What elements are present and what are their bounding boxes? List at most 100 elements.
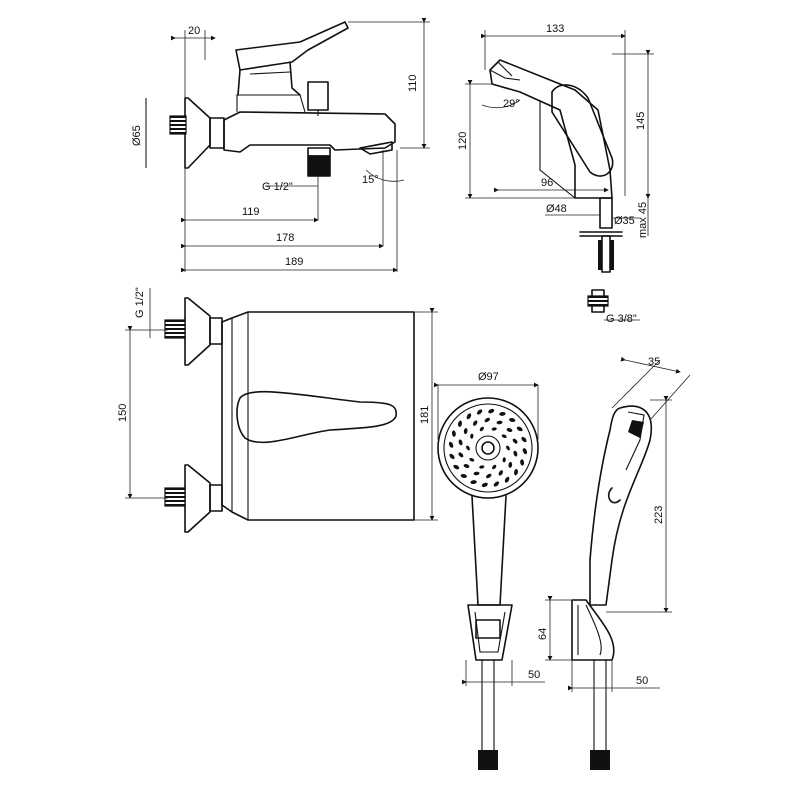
cartridge-housing: [237, 61, 301, 96]
nozzle: [485, 473, 492, 479]
front-flange-bottom: [184, 464, 211, 533]
nozzle: [458, 420, 462, 427]
dim-shower-holder-width: 50: [528, 669, 540, 681]
nozzle: [449, 453, 455, 460]
nozzle: [522, 448, 528, 455]
nozzle: [492, 464, 497, 470]
nozzle: [470, 480, 477, 485]
front-flange-top: [184, 297, 211, 366]
mixer-side-elevation: 20 110 Ø65 G 1/2" 15° 119 178 189: [131, 18, 430, 273]
front-lever: [236, 390, 397, 444]
nozzle: [502, 457, 506, 463]
dim-side-width: 133: [546, 23, 564, 35]
nozzle: [470, 433, 474, 439]
front-thread-bottom: [164, 487, 186, 507]
dim-side-thread: G 3/8": [606, 313, 637, 325]
inlet-thread: [169, 115, 187, 135]
nozzle: [460, 474, 467, 478]
hose-nut: [478, 750, 498, 770]
nozzle: [476, 409, 483, 415]
nozzle: [451, 430, 456, 437]
nozzle: [493, 481, 500, 487]
dim-len2: 178: [276, 232, 294, 244]
dim-shower-holder-height: 64: [537, 628, 549, 640]
profile-lever: [551, 84, 614, 177]
nozzle: [499, 411, 506, 416]
nozzle: [473, 471, 480, 476]
dim-diameter: Ø65: [131, 125, 143, 146]
nozzle: [469, 457, 475, 462]
mixer-body: [223, 111, 396, 153]
shower-outlet-nut: [307, 147, 331, 157]
nozzle: [520, 459, 525, 466]
nozzle: [463, 428, 468, 435]
profile-rod: [601, 235, 611, 273]
nozzle: [484, 417, 491, 423]
dim-shower-depth: 35: [648, 356, 660, 368]
nozzle: [458, 439, 463, 446]
nozzle: [498, 470, 504, 476]
nozzle: [504, 476, 510, 483]
mixer-front-view: G 1/2" 150 181: [117, 287, 438, 533]
lever-handle: [235, 21, 349, 71]
dim-max-mount: max 45: [637, 202, 649, 238]
nozzle: [514, 469, 518, 476]
nozzle: [453, 464, 460, 470]
dim-len3: 189: [285, 256, 303, 268]
nozzle: [491, 427, 497, 431]
mixer-side-profile: 133 29° 120 145 96 Ø48 Ø35 max 45 G 3/8": [457, 23, 654, 325]
nozzle: [501, 434, 507, 439]
nozzle: [481, 482, 488, 488]
wall-flange: [184, 97, 211, 169]
nozzle: [488, 408, 495, 414]
front-body: [221, 311, 415, 521]
diverter-knob: [307, 81, 329, 111]
dim-side-height-right: 145: [635, 112, 647, 130]
nozzle: [508, 461, 513, 468]
dim-side-height-left: 120: [457, 132, 469, 150]
nozzle: [466, 413, 472, 420]
dim-side-depth: 96: [541, 177, 553, 189]
dim-front-height: 181: [419, 406, 431, 424]
nozzle: [458, 452, 464, 458]
front-thread-top: [164, 319, 186, 339]
nozzle: [516, 426, 523, 432]
dim-len1: 119: [242, 206, 260, 218]
nozzle: [521, 436, 527, 443]
nozzle: [506, 445, 510, 451]
nozzle: [466, 445, 470, 451]
dim-angle: 15°: [362, 174, 379, 186]
dim-base-dia: Ø48: [546, 203, 567, 215]
nozzle: [496, 420, 503, 425]
dim-shower-dia: Ø97: [478, 371, 499, 383]
dim-height-right: 110: [407, 74, 419, 92]
shower-handle: [471, 495, 507, 606]
shower-outlet-thread: [308, 156, 330, 176]
nozzle: [448, 441, 454, 448]
shower-head-outer: [437, 397, 539, 499]
dim-thread: G 1/2": [262, 181, 293, 193]
shower-side-button: [607, 487, 621, 504]
dim-side-angle: 29°: [503, 98, 520, 110]
nozzle: [463, 464, 470, 468]
nozzle: [512, 438, 518, 444]
nozzle: [479, 465, 485, 469]
dim-shower-side-holder-width: 50: [636, 675, 648, 687]
dim-width-top: 20: [188, 25, 200, 37]
nozzle: [479, 426, 484, 432]
shower-nozzles: [448, 408, 528, 488]
shower-side-holder: [571, 599, 615, 661]
profile-base: [599, 197, 613, 229]
side-hose-nut: [590, 750, 610, 770]
dim-front-thread: G 1/2": [134, 287, 146, 318]
connector-nut: [209, 117, 225, 149]
dim-front-spacing: 150: [117, 404, 129, 422]
nozzle: [472, 420, 478, 426]
shower-holder: [467, 604, 513, 661]
dim-rod-dia: Ø35: [614, 215, 635, 227]
shower-side-view: 35 223 64 50: [537, 356, 691, 770]
dim-shower-length: 223: [653, 506, 665, 524]
nozzle: [513, 450, 518, 457]
nozzle: [506, 428, 513, 432]
